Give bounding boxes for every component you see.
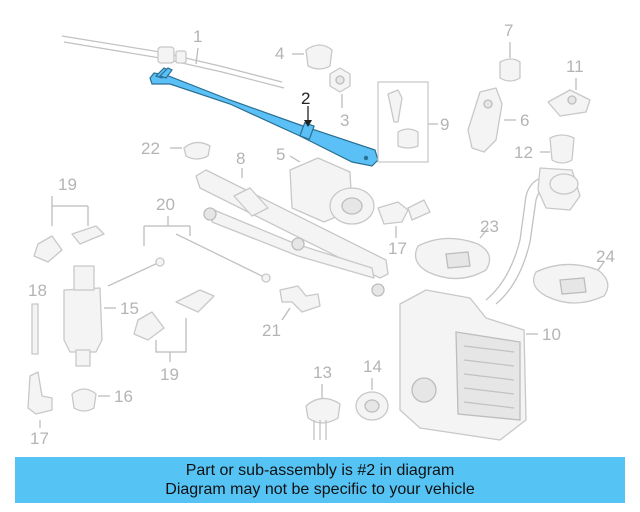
washer-hose xyxy=(485,167,581,305)
part-11-mount[interactable] xyxy=(547,78,591,117)
callout-23: 23 xyxy=(480,217,499,236)
part-5-wiper-motor[interactable] xyxy=(289,155,375,225)
info-banner: Part or sub-assembly is #2 in diagram Di… xyxy=(15,457,625,503)
part-17-connector-top[interactable] xyxy=(377,199,431,238)
parts-diagram: 1 2 3 4 5 6 7 8 9 10 11 12 13 14 15 16 1… xyxy=(27,21,615,448)
part-15-pump[interactable] xyxy=(63,265,116,367)
callout-6: 6 xyxy=(520,111,529,130)
part-21-connector[interactable] xyxy=(279,285,321,321)
part-12-grommet[interactable] xyxy=(540,134,575,164)
part-23-nozzle[interactable] xyxy=(414,227,491,280)
callout-13: 13 xyxy=(313,363,332,382)
callout-19-lower: 19 xyxy=(160,365,179,384)
callout-14: 14 xyxy=(363,357,382,376)
callout-1: 1 xyxy=(193,27,202,46)
part-7-bushing[interactable] xyxy=(499,42,521,82)
part-19-nozzle-left[interactable] xyxy=(33,196,105,263)
callout-3: 3 xyxy=(340,111,349,130)
callout-17-top: 17 xyxy=(388,239,407,258)
banner-line-2: Diagram may not be specific to your vehi… xyxy=(165,481,475,498)
callout-17-lower: 17 xyxy=(30,429,49,448)
callout-8: 8 xyxy=(236,149,245,168)
callout-2: 2 xyxy=(301,89,310,108)
part-14-ring[interactable] xyxy=(355,378,389,421)
part-17-connector-lower[interactable] xyxy=(27,371,53,428)
callout-24: 24 xyxy=(596,247,615,266)
callout-7: 7 xyxy=(504,21,513,40)
part-10-reservoir[interactable] xyxy=(399,289,538,441)
callout-16: 16 xyxy=(114,387,133,406)
callout-11: 11 xyxy=(566,57,584,76)
part-4-cap[interactable] xyxy=(292,44,333,70)
part-6-bracket[interactable] xyxy=(467,87,516,153)
callout-21: 21 xyxy=(262,321,281,340)
callout-22: 22 xyxy=(141,139,160,158)
part-9-kit[interactable] xyxy=(377,81,438,163)
part-1-wiper-blade[interactable] xyxy=(61,35,285,89)
part-13-pump-seal[interactable] xyxy=(305,384,341,440)
callout-10: 10 xyxy=(542,325,561,344)
callout-4: 4 xyxy=(275,44,284,63)
part-16-grommet[interactable] xyxy=(71,388,110,412)
part-8-linkage[interactable] xyxy=(195,168,389,297)
callout-12: 12 xyxy=(514,143,533,162)
callout-19-upper: 19 xyxy=(58,175,77,194)
callout-20: 20 xyxy=(156,195,175,214)
part-20-rod[interactable] xyxy=(107,216,271,287)
callout-5: 5 xyxy=(276,145,285,164)
banner-line-1: Part or sub-assembly is #2 in diagram xyxy=(185,462,455,479)
part-2-wiper-arm[interactable] xyxy=(149,67,379,167)
callout-15: 15 xyxy=(120,299,139,318)
part-3-nut[interactable] xyxy=(329,67,351,108)
part-19-nozzle-lower[interactable] xyxy=(133,289,215,362)
callout-18: 18 xyxy=(28,281,47,300)
part-24-nozzle[interactable] xyxy=(532,261,609,304)
part-18-pin[interactable] xyxy=(31,303,39,355)
part-22-clip[interactable] xyxy=(170,141,211,160)
callout-9: 9 xyxy=(440,115,449,134)
